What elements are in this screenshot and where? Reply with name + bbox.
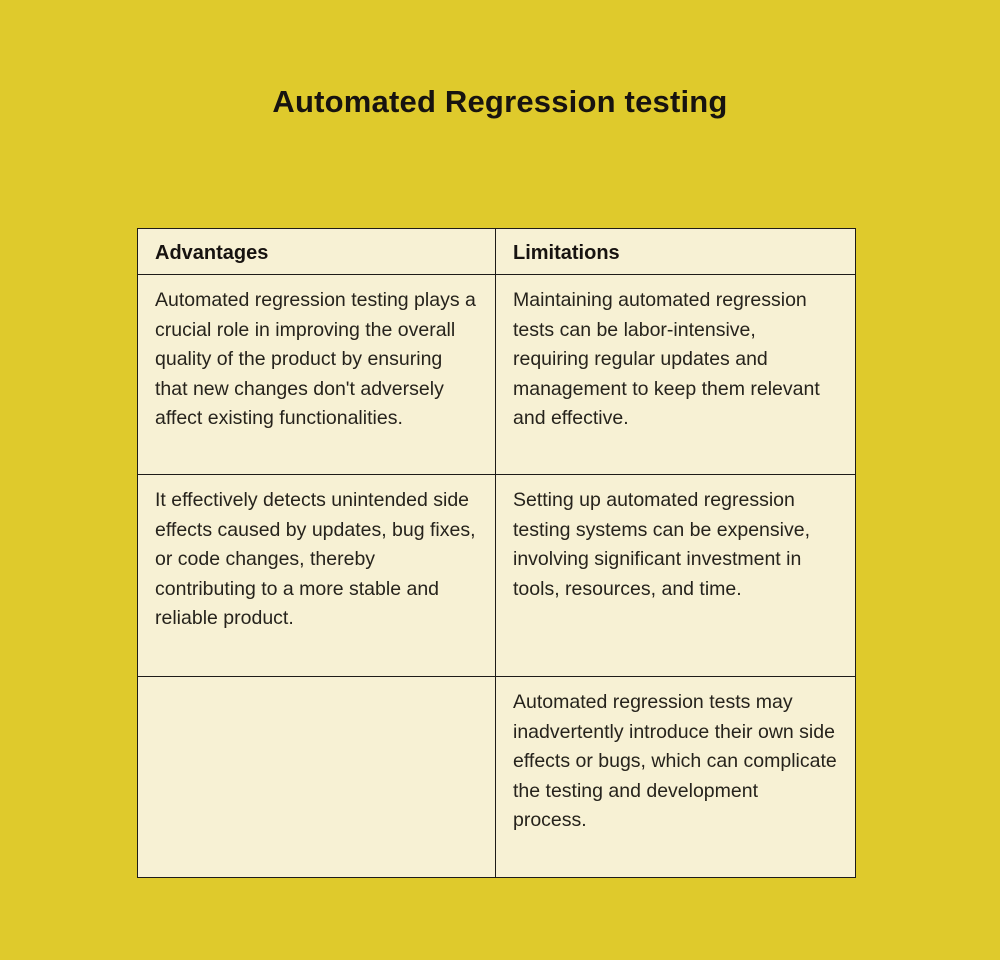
page-title: Automated Regression testing [272,84,728,119]
table-row: It effectively detects unintended side e… [137,474,856,677]
limitation-cell-2: Setting up automated regression testing … [495,474,856,677]
column-header-limitations: Limitations [495,228,856,275]
table-header-row: Advantages Limitations [137,228,856,275]
limitation-cell-3: Automated regression tests may inadverte… [495,676,856,878]
advantage-cell-1: Automated regression testing plays a cru… [137,274,496,475]
advantage-cell-3-empty [137,676,496,878]
table-row: Automated regression testing plays a cru… [137,274,856,475]
advantages-limitations-table: Advantages Limitations Automated regress… [137,228,856,878]
column-header-advantages: Advantages [137,228,496,275]
advantage-cell-2: It effectively detects unintended side e… [137,474,496,677]
limitation-cell-1: Maintaining automated regression tests c… [495,274,856,475]
table-row: Automated regression tests may inadverte… [137,676,856,878]
